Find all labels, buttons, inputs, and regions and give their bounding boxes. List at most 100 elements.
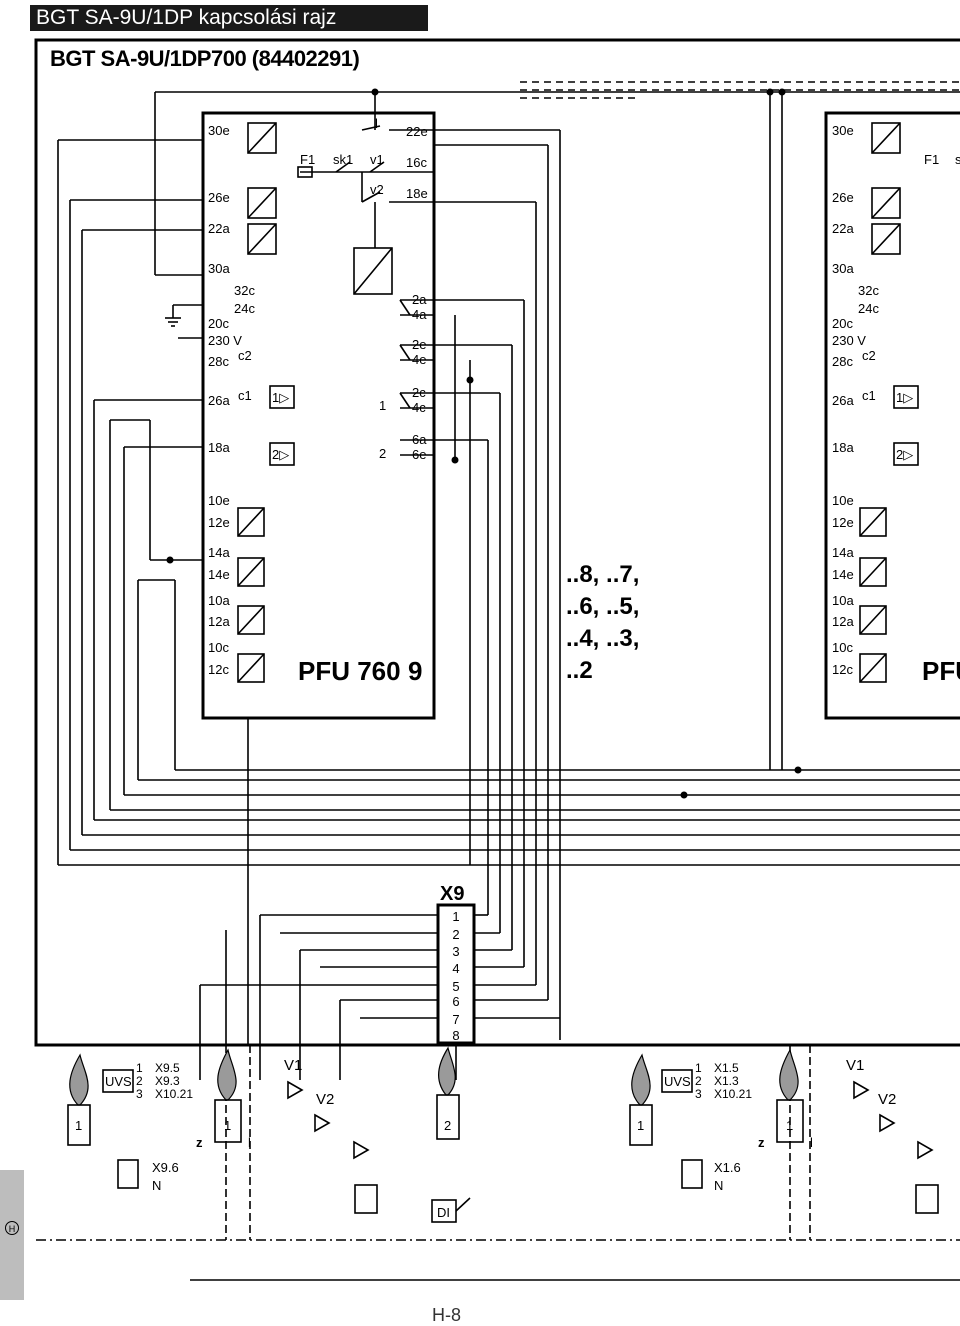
di-label: DI: [437, 1205, 450, 1220]
more-modules-4: ..2: [566, 657, 593, 684]
term-14a: 14a: [208, 545, 230, 560]
module-name: PFU 760: [298, 656, 401, 686]
term-230v-b: 230 V: [832, 333, 866, 348]
term-30a: 30a: [208, 261, 230, 276]
flame-icon: [779, 1048, 799, 1101]
term-4e: 4e: [412, 352, 426, 367]
module-box-9: [201, 111, 436, 720]
term-20c: 20c: [208, 316, 229, 331]
x9-5-label: X9.5: [155, 1061, 180, 1075]
term-12c: 12c: [208, 662, 229, 677]
x9-pin-4: 4: [452, 961, 459, 976]
flame-icon: [438, 1046, 456, 1096]
z-label-b: z: [758, 1135, 765, 1150]
z-label: z: [196, 1135, 203, 1150]
x1-6-label: X1.6: [714, 1160, 741, 1175]
term-30e-b: 30e: [832, 123, 854, 138]
label-l: l: [375, 116, 378, 131]
x9-pin-8: 8: [452, 1028, 459, 1043]
flame-icon: [631, 1053, 651, 1106]
term-22e: 22e: [406, 124, 428, 139]
more-modules-2: ..6, ..5,: [566, 593, 639, 620]
uvs-label: UVS: [105, 1074, 132, 1089]
term-12a: 12a: [208, 614, 230, 629]
more-modules-1: ..8, ..7,: [566, 561, 639, 588]
term-6e: 6e: [412, 447, 426, 462]
label-c2-b: c2: [862, 348, 876, 363]
relay-2: 2▷: [272, 447, 289, 462]
l-label: l: [248, 1135, 251, 1150]
term-30e: 30e: [208, 123, 230, 138]
v2-label: V2: [316, 1091, 334, 1108]
label-v1: v1: [370, 152, 384, 167]
module-index: 9: [408, 656, 422, 686]
label-f1-b: F1: [924, 152, 939, 167]
relay-1: 1▷: [272, 390, 289, 405]
term-30a-b: 30a: [832, 261, 854, 276]
label-f1: F1: [300, 152, 315, 167]
x9-connector: [436, 903, 476, 1045]
x9-pin-1: 1: [452, 909, 459, 924]
x9-title: X9: [440, 883, 464, 905]
x9-6-label: X9.6: [152, 1160, 179, 1175]
module-name-cut: PFU: [922, 656, 960, 686]
term-18a-b: 18a: [832, 440, 854, 455]
term-6a: 6a: [412, 432, 427, 447]
ignition-1-c: 1: [637, 1118, 644, 1133]
indicator-1: 1: [379, 398, 386, 413]
term-18e: 18e: [406, 186, 428, 201]
flame-icon: [69, 1053, 89, 1106]
term-14e: 14e: [208, 567, 230, 582]
term-32c: 32c: [234, 283, 255, 298]
term-24c-b: 24c: [858, 301, 879, 316]
label-c2: c2: [238, 348, 252, 363]
term-4a: 4a: [412, 307, 427, 322]
page-header: BGT SA-9U/1DP kapcsolási rajz: [30, 5, 428, 31]
x10-21-label-b: X10.21: [714, 1087, 752, 1101]
x10-21-label: X10.21: [155, 1087, 193, 1101]
l-label-b: l: [810, 1135, 813, 1150]
indicator-2: 2: [379, 446, 386, 461]
x9-pin-7: 7: [452, 1012, 459, 1027]
x9-pin-2: 2: [452, 927, 459, 942]
term-230v: 230 V: [208, 333, 242, 348]
term-14a-b: 14a: [832, 545, 854, 560]
uvs-pin-1: 1: [136, 1061, 143, 1075]
term-18a: 18a: [208, 440, 230, 455]
v1-label-b: V1: [846, 1057, 864, 1074]
term-26e-b: 26e: [832, 190, 854, 205]
term-12e: 12e: [208, 515, 230, 530]
term-12e-b: 12e: [832, 515, 854, 530]
ignition-1: 1: [75, 1118, 82, 1133]
term-10c: 10c: [208, 640, 229, 655]
label-sk1: sk1: [333, 152, 353, 167]
term-22a: 22a: [208, 221, 230, 236]
term-28c-b: 28c: [832, 354, 853, 369]
term-10c-b: 10c: [832, 640, 853, 655]
n-label-b: N: [714, 1178, 723, 1193]
term-14e-b: 14e: [832, 567, 854, 582]
uvs-pin-1-b: 1: [695, 1061, 702, 1075]
more-modules-3: ..4, ..3,: [566, 625, 639, 652]
x9-3-label: X9.3: [155, 1074, 180, 1088]
term-16c: 16c: [406, 155, 427, 170]
uvs-pin-3-b: 3: [695, 1087, 702, 1101]
term-2c: 2c: [412, 385, 426, 400]
v2-label-b: V2: [878, 1091, 896, 1108]
relay-1-b: 1▷: [896, 390, 913, 405]
term-24c: 24c: [234, 301, 255, 316]
diagram-subtitle: BGT SA-9U/1DP700 (84402291): [50, 46, 360, 71]
label-s-cut: s: [955, 152, 960, 167]
x9-pin-6: 6: [452, 994, 459, 1009]
page-number: H-8: [432, 1305, 462, 1325]
uvs-pin-2-b: 2: [695, 1074, 702, 1088]
flame-icon: [217, 1048, 237, 1101]
x1-5-label: X1.5: [714, 1061, 739, 1075]
term-10a: 10a: [208, 593, 230, 608]
label-v2: v2: [370, 182, 384, 197]
term-10a-b: 10a: [832, 593, 854, 608]
term-2a: 2a: [412, 292, 427, 307]
ignition-1-d: 1: [786, 1118, 793, 1133]
term-12c-b: 12c: [832, 662, 853, 677]
